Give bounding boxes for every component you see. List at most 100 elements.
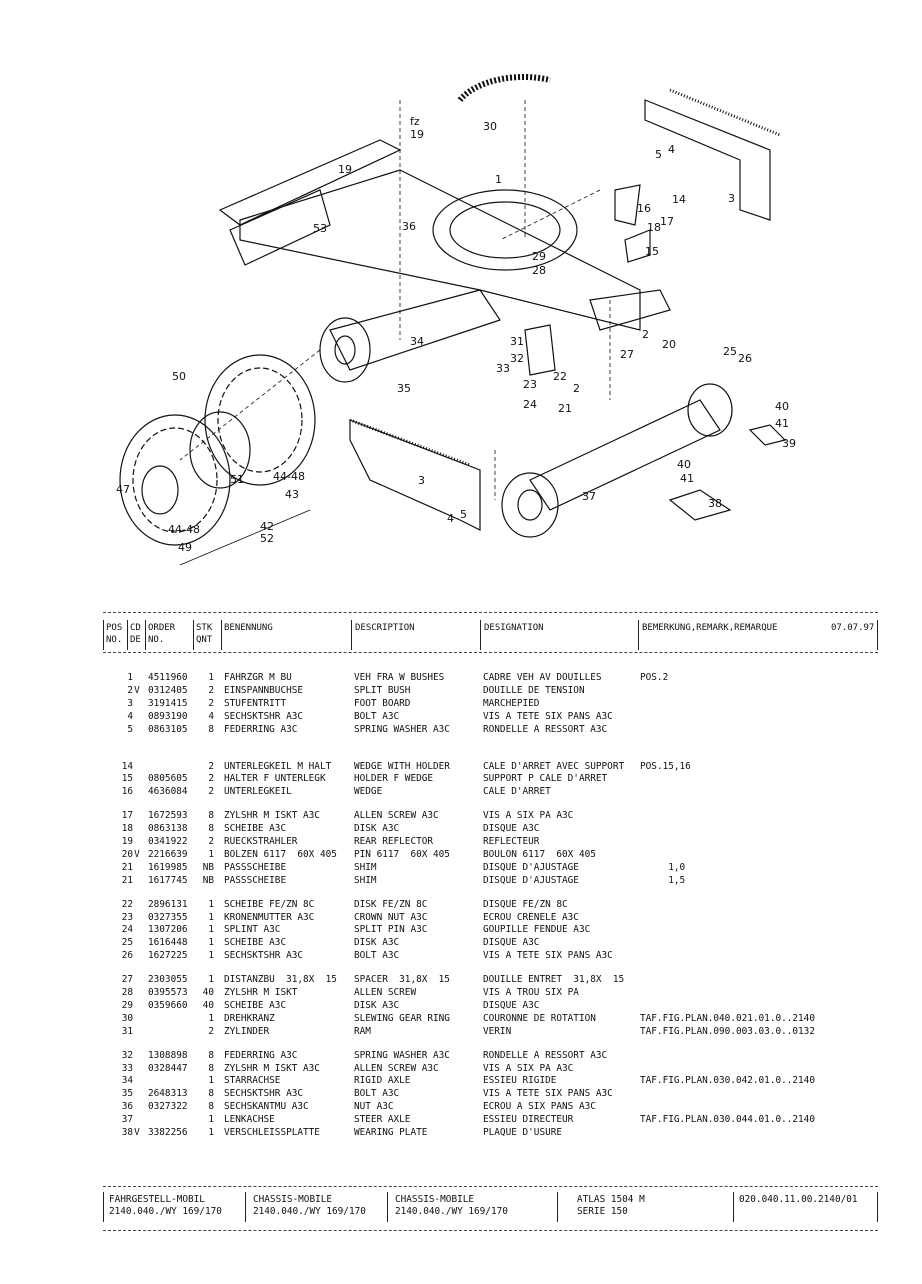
part-benennung: EINSPANNBUCHSE bbox=[224, 684, 304, 696]
part-benennung: FAHRZGR M BU bbox=[224, 672, 292, 683]
part-benennung: ZYLSHR M ISKT bbox=[224, 987, 298, 998]
part-designation: VIS A TROU SIX PA bbox=[483, 987, 579, 998]
diagram-label: 14 bbox=[672, 193, 686, 206]
diagram-label: 40 bbox=[677, 458, 691, 471]
diagram-label: 53 bbox=[313, 222, 327, 235]
diagram-label: 39 bbox=[782, 437, 796, 450]
part-qty: 1 bbox=[208, 924, 214, 936]
diagram-label: 20 bbox=[662, 338, 676, 351]
part-qty: 1 bbox=[208, 911, 214, 923]
part-pos: 32 bbox=[121, 1049, 133, 1061]
part-benennung: SECHSKTSHR A3C bbox=[224, 710, 304, 722]
part-designation: ECROU CRENELE A3C bbox=[483, 911, 579, 923]
part-order-no: 0327355 bbox=[148, 911, 188, 923]
part-order-no: 1672593 bbox=[148, 810, 188, 822]
diagram-label: 29 bbox=[532, 250, 546, 263]
part-benennung: PASSSCHEIBE bbox=[224, 874, 287, 886]
part-pos: 25 bbox=[121, 937, 133, 949]
part-designation: SUPPORT P CALE D'ARRET bbox=[483, 773, 608, 785]
part-order-no: 0805605 bbox=[148, 773, 188, 785]
part-description: FOOT BOARD bbox=[354, 697, 411, 709]
part-designation: VIS A TETE SIX PANS A3C bbox=[483, 950, 613, 962]
diagram-label: 31 bbox=[510, 335, 524, 348]
part-pos: 34 bbox=[121, 1075, 133, 1087]
diagram-label: 4 bbox=[447, 512, 454, 525]
part-qty: NB bbox=[202, 874, 214, 886]
diagram-label: 49 bbox=[178, 541, 192, 554]
part-designation: CALE D'ARRET bbox=[483, 786, 551, 798]
part-benennung: RUECKSTRAHLER bbox=[224, 836, 298, 847]
table-top-rule bbox=[103, 612, 878, 613]
part-pos: 19 bbox=[121, 836, 133, 847]
part-description: SPLIT PIN A3C bbox=[354, 924, 428, 936]
part-description: RAM bbox=[354, 1025, 371, 1037]
header-divider bbox=[638, 620, 639, 650]
exploded-parts-diagram: fz 19 30 19 1 53 36 29 28 4 5 3 14 16 18… bbox=[116, 73, 796, 566]
diagram-label: 16 bbox=[637, 202, 651, 215]
part-order-no: 1307206 bbox=[148, 924, 188, 936]
part-qty: 2 bbox=[208, 836, 214, 847]
footer-bottom-rule bbox=[103, 1230, 878, 1231]
part-description: VEH FRA W BUSHES bbox=[354, 672, 445, 683]
part-qty: 8 bbox=[208, 1101, 214, 1113]
footer-divider bbox=[733, 1192, 734, 1222]
part-order-no: 0863138 bbox=[148, 823, 188, 835]
part-pos: 18 bbox=[121, 823, 133, 835]
part-cd: V bbox=[134, 1127, 140, 1138]
part-pos: 26 bbox=[121, 950, 133, 962]
part-order-no: 0327322 bbox=[148, 1101, 188, 1113]
part-benennung: SCHEIBE A3C bbox=[224, 999, 287, 1011]
header-benennung: BENENNUNG bbox=[224, 623, 273, 633]
part-qty: 2 bbox=[208, 773, 214, 785]
part-benennung: KRONENMUTTER A3C bbox=[224, 911, 315, 923]
diagram-label: 2 bbox=[642, 328, 649, 341]
diagram-label: 3 bbox=[418, 474, 425, 487]
part-pos: 16 bbox=[121, 786, 133, 798]
part-order-no: 3191415 bbox=[148, 697, 188, 709]
part-benennung: STUFENTRITT bbox=[224, 697, 287, 709]
part-qty: 8 bbox=[208, 823, 214, 835]
part-pos: 17 bbox=[121, 810, 133, 822]
table-header-rule bbox=[103, 652, 878, 653]
part-pos: 21 bbox=[121, 861, 133, 873]
footer-top-rule bbox=[103, 1186, 878, 1187]
part-description: REAR REFLECTOR bbox=[354, 836, 434, 847]
part-description: WEDGE bbox=[354, 786, 383, 798]
part-order-no: 1617745 bbox=[148, 874, 188, 886]
part-pos: 36 bbox=[121, 1101, 133, 1113]
diagram-label: 27 bbox=[620, 348, 634, 361]
footer-divider bbox=[103, 1192, 104, 1222]
part-benennung: UNTERLEGKEIL bbox=[224, 786, 292, 798]
part-benennung: DREHKRANZ bbox=[224, 1012, 275, 1024]
diagram-label: 5 bbox=[460, 508, 467, 521]
part-order-no: 1308898 bbox=[148, 1049, 188, 1061]
part-order-no: 2648313 bbox=[148, 1088, 188, 1100]
diagram-label: 34 bbox=[410, 335, 424, 348]
part-designation: ESSIEU DIRECTEUR bbox=[483, 1114, 574, 1126]
part-designation: DISQUE A3C bbox=[483, 823, 540, 835]
part-qty: 2 bbox=[208, 786, 214, 798]
part-qty: 4 bbox=[208, 710, 214, 722]
header-divider bbox=[351, 620, 352, 650]
part-description: WEDGE WITH HOLDER bbox=[354, 760, 450, 772]
part-designation: DISQUE D'AJUSTAGE bbox=[483, 874, 579, 886]
diagram-label: 41 bbox=[680, 472, 694, 485]
diagram-label: 33 bbox=[496, 362, 510, 375]
diagram-label: 42 bbox=[260, 520, 274, 533]
header-divider bbox=[877, 620, 878, 650]
diagram-label: 36 bbox=[402, 220, 416, 233]
part-description: DISK A3C bbox=[354, 999, 400, 1011]
